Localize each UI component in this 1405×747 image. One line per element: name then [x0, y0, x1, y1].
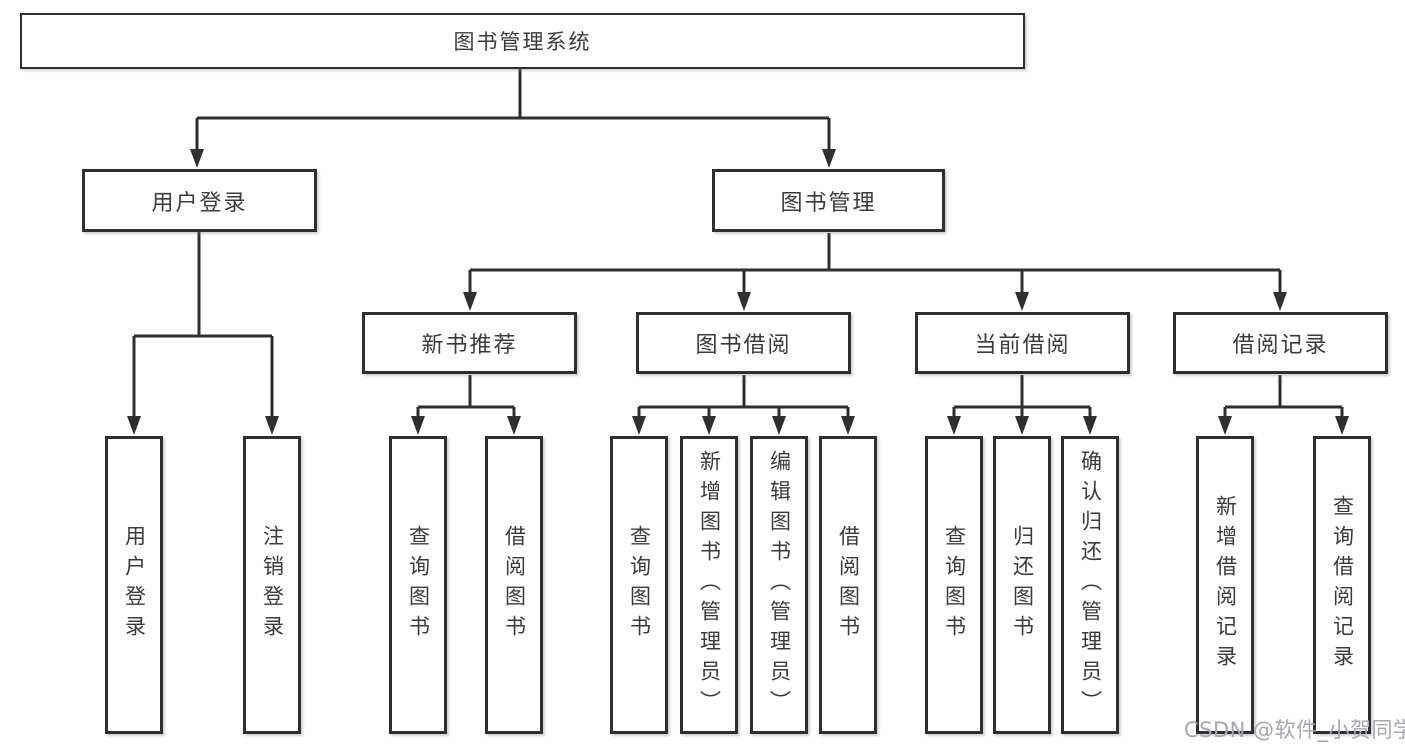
node-label: 用户登录: [151, 190, 248, 216]
node-current-borrowing: 当前借阅: [915, 312, 1130, 374]
node-label: 查询图书: [942, 525, 967, 645]
node-label: 注销登录: [260, 525, 285, 645]
node-label: 图书管理系统: [453, 30, 592, 54]
node-label: 借阅记录: [1232, 333, 1329, 358]
node-add-books-admin: 新增图书（管理员）: [680, 436, 738, 734]
node-label: 新增图书（管理员）: [697, 450, 722, 720]
node-label: 新书推荐: [421, 333, 518, 358]
node-label: 借阅图书: [836, 525, 861, 645]
node-user-login-leaf: 用户登录: [105, 436, 163, 734]
node-label: 借阅图书: [502, 525, 527, 645]
node-edit-books-admin: 编辑图书（管理员）: [750, 436, 808, 734]
node-add-borrow-record: 新增借阅记录: [1196, 436, 1254, 734]
node-label: 归还图书: [1010, 525, 1035, 645]
node-borrowing-records: 借阅记录: [1173, 312, 1388, 374]
node-query-borrow-record: 查询借阅记录: [1313, 436, 1371, 734]
node-logout: 注销登录: [243, 436, 301, 734]
node-label: 当前借阅: [974, 333, 1071, 358]
node-label: 查询图书: [627, 525, 652, 645]
node-label: 图书借阅: [695, 333, 792, 358]
node-label: 编辑图书（管理员）: [767, 450, 792, 720]
node-book-management: 图书管理: [712, 169, 945, 232]
node-query-books-borrow: 查询图书: [610, 436, 668, 734]
node-user-login: 用户登录: [82, 169, 317, 232]
node-query-books-recommend: 查询图书: [389, 436, 447, 734]
node-book-borrowing: 图书借阅: [636, 312, 851, 374]
csdn-watermark: CSDN @软件_小贺同学: [1184, 718, 1405, 742]
node-return-books: 归还图书: [993, 436, 1051, 734]
node-borrow-books: 借阅图书: [819, 436, 877, 734]
node-new-book-recommendation: 新书推荐: [362, 312, 577, 374]
node-confirm-return-admin: 确认归还（管理员）: [1061, 436, 1119, 734]
connector-paths: [132, 69, 1344, 418]
node-label: 查询图书: [406, 525, 431, 645]
node-label: 新增借阅记录: [1213, 495, 1238, 675]
node-label: 图书管理: [780, 190, 877, 216]
node-query-books-current: 查询图书: [925, 436, 983, 734]
node-label: 查询借阅记录: [1330, 495, 1355, 675]
node-label: 确认归还（管理员）: [1078, 450, 1103, 720]
node-borrow-books-recommend: 借阅图书: [485, 436, 543, 734]
node-library-management-system: 图书管理系统: [20, 13, 1025, 69]
node-label: 用户登录: [122, 525, 147, 645]
